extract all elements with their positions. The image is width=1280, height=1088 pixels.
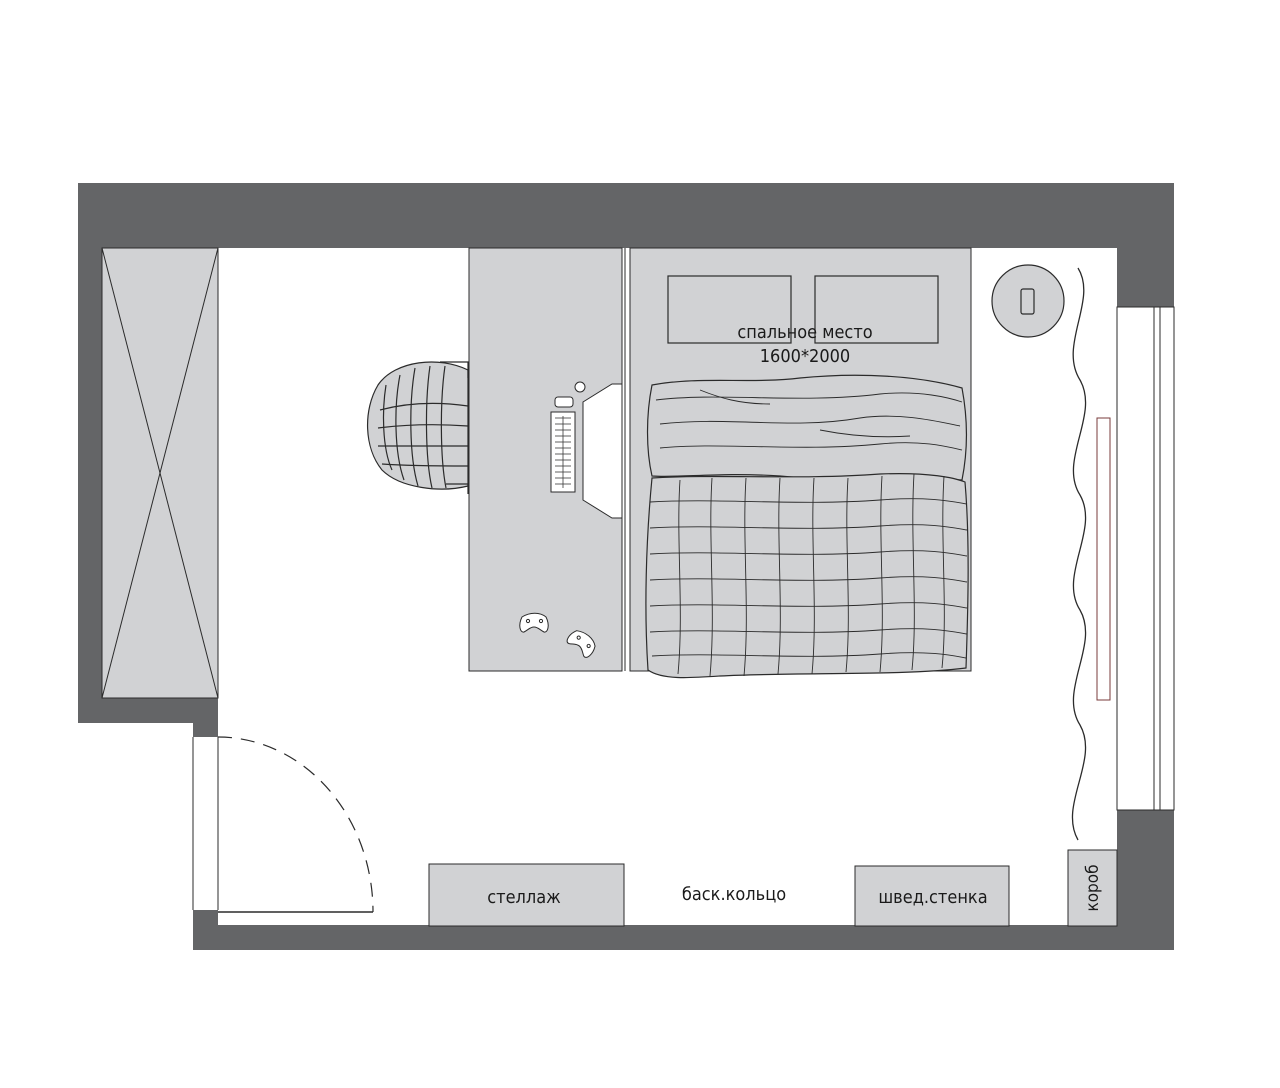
duct-box-label: короб	[1083, 864, 1103, 911]
nightstand	[991, 264, 1065, 338]
wall-left-upper	[78, 183, 102, 723]
mouse-icon	[574, 381, 586, 393]
door-opening	[192, 737, 219, 910]
door-swing	[217, 736, 374, 913]
desk-items	[519, 381, 623, 658]
wall-top	[78, 183, 1174, 248]
mouse-pad	[554, 396, 574, 408]
gamepad-icon-2	[566, 630, 596, 658]
pillow-left	[667, 275, 792, 344]
walls	[78, 183, 1174, 950]
radiator	[1096, 417, 1111, 701]
bed-title-label: спальное место	[737, 322, 872, 343]
wall-left-lower-stub	[193, 723, 218, 737]
basket-ring-label: баск.кольцо	[682, 884, 786, 905]
blanket	[645, 473, 969, 679]
blanket-fold	[646, 374, 968, 481]
wall-right-upper	[1117, 183, 1174, 307]
blanket-quilt-lines	[649, 473, 968, 677]
wall-left-ledge	[78, 698, 218, 723]
blanket-fold-lines	[655, 389, 963, 451]
bed	[624, 247, 972, 679]
shelving: стеллаж	[428, 863, 625, 927]
curtain	[1071, 267, 1087, 841]
shelving-label: стеллаж	[487, 887, 561, 908]
wall-right-lower	[1117, 810, 1174, 950]
wardrobe	[101, 247, 219, 699]
wall-bottom	[193, 925, 1174, 950]
monitor-icon	[582, 383, 623, 519]
pillow-right	[814, 275, 939, 344]
phone-icon	[1020, 288, 1035, 315]
wall-bars-label: швед.стенка	[878, 887, 987, 908]
office-chair	[367, 361, 469, 494]
gamepad-icon	[519, 612, 549, 633]
keyboard-keys	[555, 416, 571, 488]
duct-box: короб	[1067, 849, 1118, 927]
bed-size-label: 1600*2000	[760, 346, 851, 367]
window	[1116, 306, 1175, 811]
wall-bars: швед.стенка	[854, 865, 1010, 927]
